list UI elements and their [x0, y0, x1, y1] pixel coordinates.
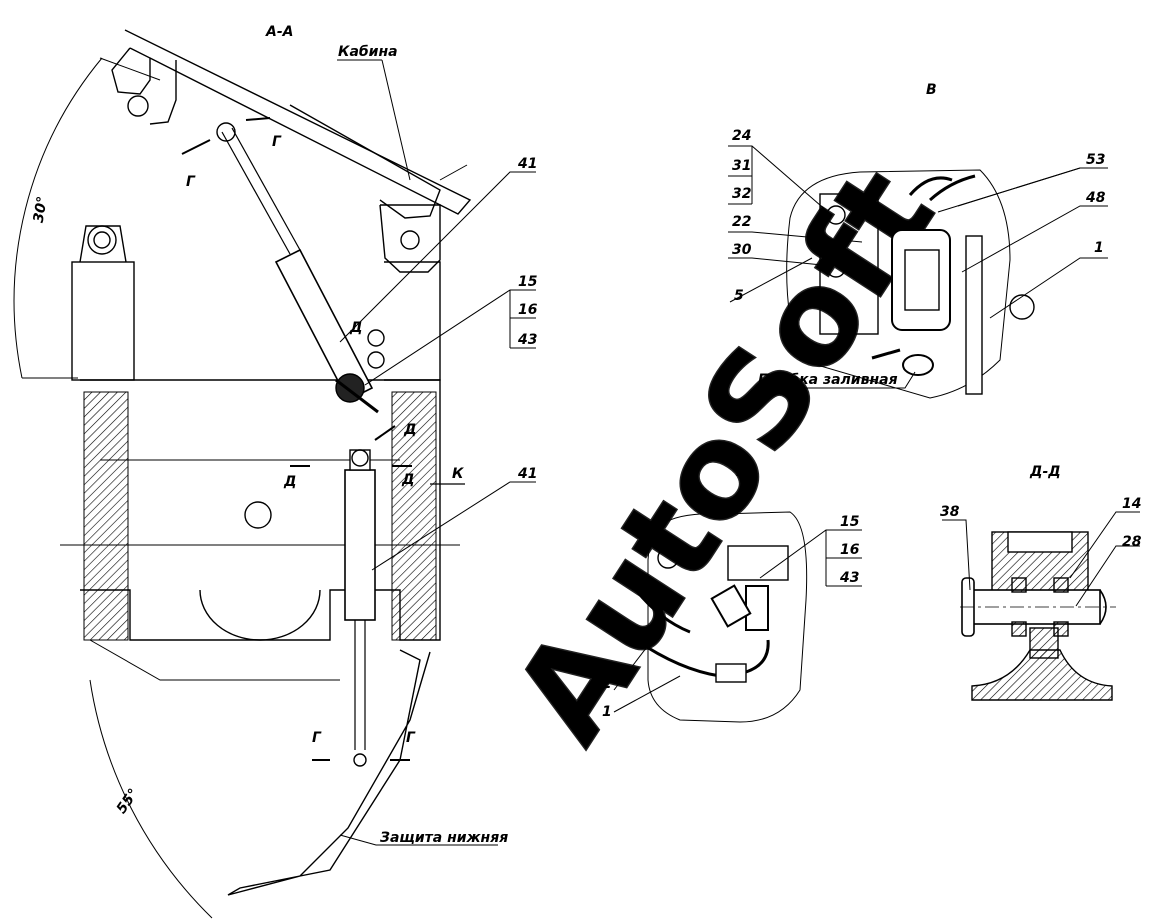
callout-24: 24 [732, 128, 751, 144]
left-pedestal [71, 261, 135, 381]
view-dd-leaders [942, 511, 1140, 607]
angle-30-label: 30° [31, 195, 51, 224]
view-v [728, 145, 1108, 399]
view-v-leaders [728, 145, 1108, 389]
titles: А-А В К Д-Д [265, 24, 1061, 480]
mark-g-1: Г [186, 174, 196, 190]
callout-41-mid: 41 [517, 466, 537, 482]
upper-cylinder [216, 122, 379, 414]
k-hose-1 [634, 589, 691, 634]
view-title-aa: А-А [265, 24, 293, 40]
mark-d-3: Д [283, 474, 296, 490]
callout-32: 32 [732, 186, 751, 202]
bottom-guard [227, 649, 431, 896]
callout-14: 14 [1122, 496, 1141, 512]
view-k [613, 511, 862, 723]
mark-d-1: Д [349, 320, 362, 336]
cab-floor [124, 29, 472, 215]
callout-16-main: 16 [518, 302, 538, 318]
view-k-outline [647, 511, 808, 723]
main-view-aa [13, 29, 536, 919]
mark-k: К [452, 466, 464, 482]
callout-5: 5 [734, 288, 744, 304]
view-v-outline [786, 169, 1011, 399]
pump-body [891, 229, 951, 331]
filler-plug [902, 354, 934, 376]
callout-53: 53 [1086, 152, 1105, 168]
section-mark-labels: Г Г Г Г Д Д Д Д К [186, 134, 464, 746]
frame-outline [80, 379, 441, 641]
bottom-guard-label: Защита нижняя [380, 830, 508, 846]
callout-28: 28 [1122, 534, 1142, 550]
callout-16-k: 16 [840, 542, 860, 558]
callout-15-k: 15 [840, 514, 860, 530]
angle-55-label: 55° [114, 786, 142, 817]
cabin-label: Кабина [338, 44, 398, 60]
view-title-dd: Д-Д [1029, 464, 1061, 480]
mounting-plate [819, 193, 879, 335]
mark-d-4: Д [401, 472, 414, 488]
callout-15-main: 15 [518, 274, 538, 290]
callout-1-v: 1 [1094, 240, 1104, 256]
lower-cylinder [344, 449, 376, 767]
k-hose-2 [635, 638, 721, 678]
view-title-k: К [736, 464, 748, 480]
callout-30: 30 [732, 242, 752, 258]
dd-lower-base [971, 649, 1113, 701]
section-cuts [181, 117, 465, 761]
callout-31: 31 [732, 158, 751, 174]
mark-g-2: Г [272, 134, 282, 150]
callout-43-k: 43 [839, 570, 859, 586]
view-dd [942, 511, 1140, 701]
mark-d-2: Д [403, 422, 416, 438]
view-title-v: В [926, 82, 937, 98]
callout-43-main: 43 [517, 332, 537, 348]
callout-38: 38 [940, 504, 960, 520]
view-k-leaders [613, 529, 862, 713]
callout-2-k: 2 [602, 676, 612, 692]
right-column [384, 261, 441, 381]
k-fitting [710, 584, 752, 628]
rotation-arc-55 [89, 679, 213, 919]
main-leaders [337, 59, 536, 846]
callout-48: 48 [1085, 190, 1106, 206]
callout-41-top: 41 [517, 156, 537, 172]
callout-22: 22 [732, 214, 751, 230]
callout-numbers: 41 41 15 16 43 24 31 32 22 30 5 53 48 1 … [517, 128, 1142, 720]
mark-g-3: Г [312, 730, 322, 746]
pipe [965, 235, 983, 395]
callout-1-k: 1 [602, 704, 612, 720]
mark-g-4: Г [406, 730, 416, 746]
filler-plug-label: Пробка заливная [758, 372, 898, 388]
rotation-arc-30 [13, 57, 103, 379]
cab-hinge [379, 204, 441, 273]
